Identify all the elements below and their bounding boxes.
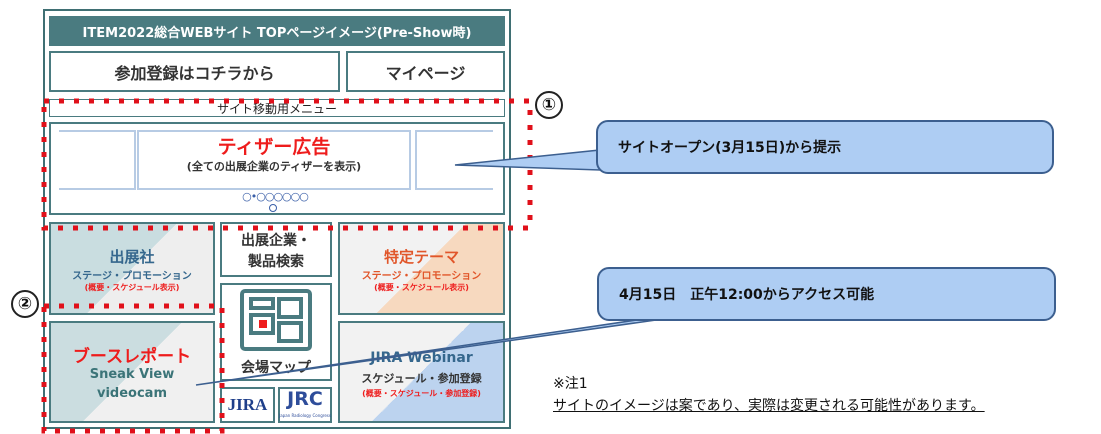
- venue-map-icon: [240, 289, 312, 351]
- callout-pointer-1: [454, 149, 601, 171]
- marker-1: ①: [535, 91, 563, 119]
- teaser-title: ティザー広告: [217, 136, 331, 158]
- callout-site-open: サイトオープン(3月15日)から提示: [596, 120, 1054, 174]
- teaser-slide-right[interactable]: [415, 130, 493, 190]
- jrc-logo-caption: Japan Radiology Congress: [279, 413, 331, 418]
- exhibitor-note: (概要・スケジュール表示): [84, 283, 180, 292]
- webinar-title: JIRA Webinar: [370, 350, 473, 366]
- search-line2: 製品検索: [248, 254, 304, 270]
- booth-report-line1: Sneak View: [89, 367, 175, 382]
- theme-note: (概要・スケジュール表示): [374, 283, 469, 292]
- marker-2: ②: [11, 290, 39, 318]
- page-title: ITEM2022総合WEBサイト TOPページイメージ(Pre-Show時): [49, 16, 505, 46]
- venue-map-tile[interactable]: [220, 283, 332, 381]
- exhibitor-title: 出展社: [109, 248, 155, 266]
- theme-tile[interactable]: [338, 222, 505, 315]
- callout-pointer-2: [195, 317, 671, 386]
- exhibitor-tile[interactable]: [49, 222, 215, 315]
- booth-report-tile[interactable]: [49, 321, 215, 423]
- register-button[interactable]: 参加登録はコチラから: [49, 51, 340, 92]
- search-tile[interactable]: [220, 222, 332, 277]
- webinar-tile[interactable]: [338, 321, 505, 423]
- teaser-slide-left[interactable]: [59, 130, 136, 190]
- jrc-logo[interactable]: [278, 387, 332, 423]
- jrc-logo-text: JRC: [287, 388, 323, 410]
- carousel-dot-icon: [269, 204, 277, 212]
- theme-sub: ステージ・プロモーション: [361, 271, 482, 282]
- webinar-note: (概要・スケジュール・参加登録): [362, 389, 481, 398]
- webinar-sub: スケジュール・参加登録: [361, 372, 482, 385]
- booth-report-line2: videocam: [96, 386, 167, 401]
- callout-site-open-text: サイトオープン(3月15日)から提示: [618, 140, 842, 156]
- callout-access-time-text: 4月15日 正午12:00からアクセス可能: [619, 287, 875, 303]
- venue-map-label: 会場マップ: [241, 360, 311, 376]
- search-line1: 出展企業・: [241, 233, 311, 249]
- teaser-subtitle: (全ての出展企業のティザーを表示): [186, 160, 362, 173]
- dotted-highlight-1: [41, 98, 533, 231]
- note-text: サイトのイメージは案であり、実際は変更される可能性があります。: [553, 398, 985, 414]
- teaser-slide-center[interactable]: [137, 130, 411, 190]
- booth-report-title: ブースレポート: [72, 347, 192, 367]
- jira-logo-text: JIRA: [227, 395, 268, 414]
- mypage-button[interactable]: マイページ: [346, 51, 505, 92]
- dotted-highlight-2: [41, 303, 225, 434]
- carousel-dots[interactable]: ○•○○○○○○: [242, 190, 309, 203]
- theme-title: 特定テーマ: [383, 248, 459, 266]
- note-label: ※注1: [553, 376, 588, 392]
- jira-logo[interactable]: JIRA: [220, 387, 275, 423]
- callout-access-time: 4月15日 正午12:00からアクセス可能: [597, 267, 1056, 321]
- exhibitor-sub: ステージ・プロモーション: [72, 271, 192, 282]
- teaser-area: [49, 122, 505, 215]
